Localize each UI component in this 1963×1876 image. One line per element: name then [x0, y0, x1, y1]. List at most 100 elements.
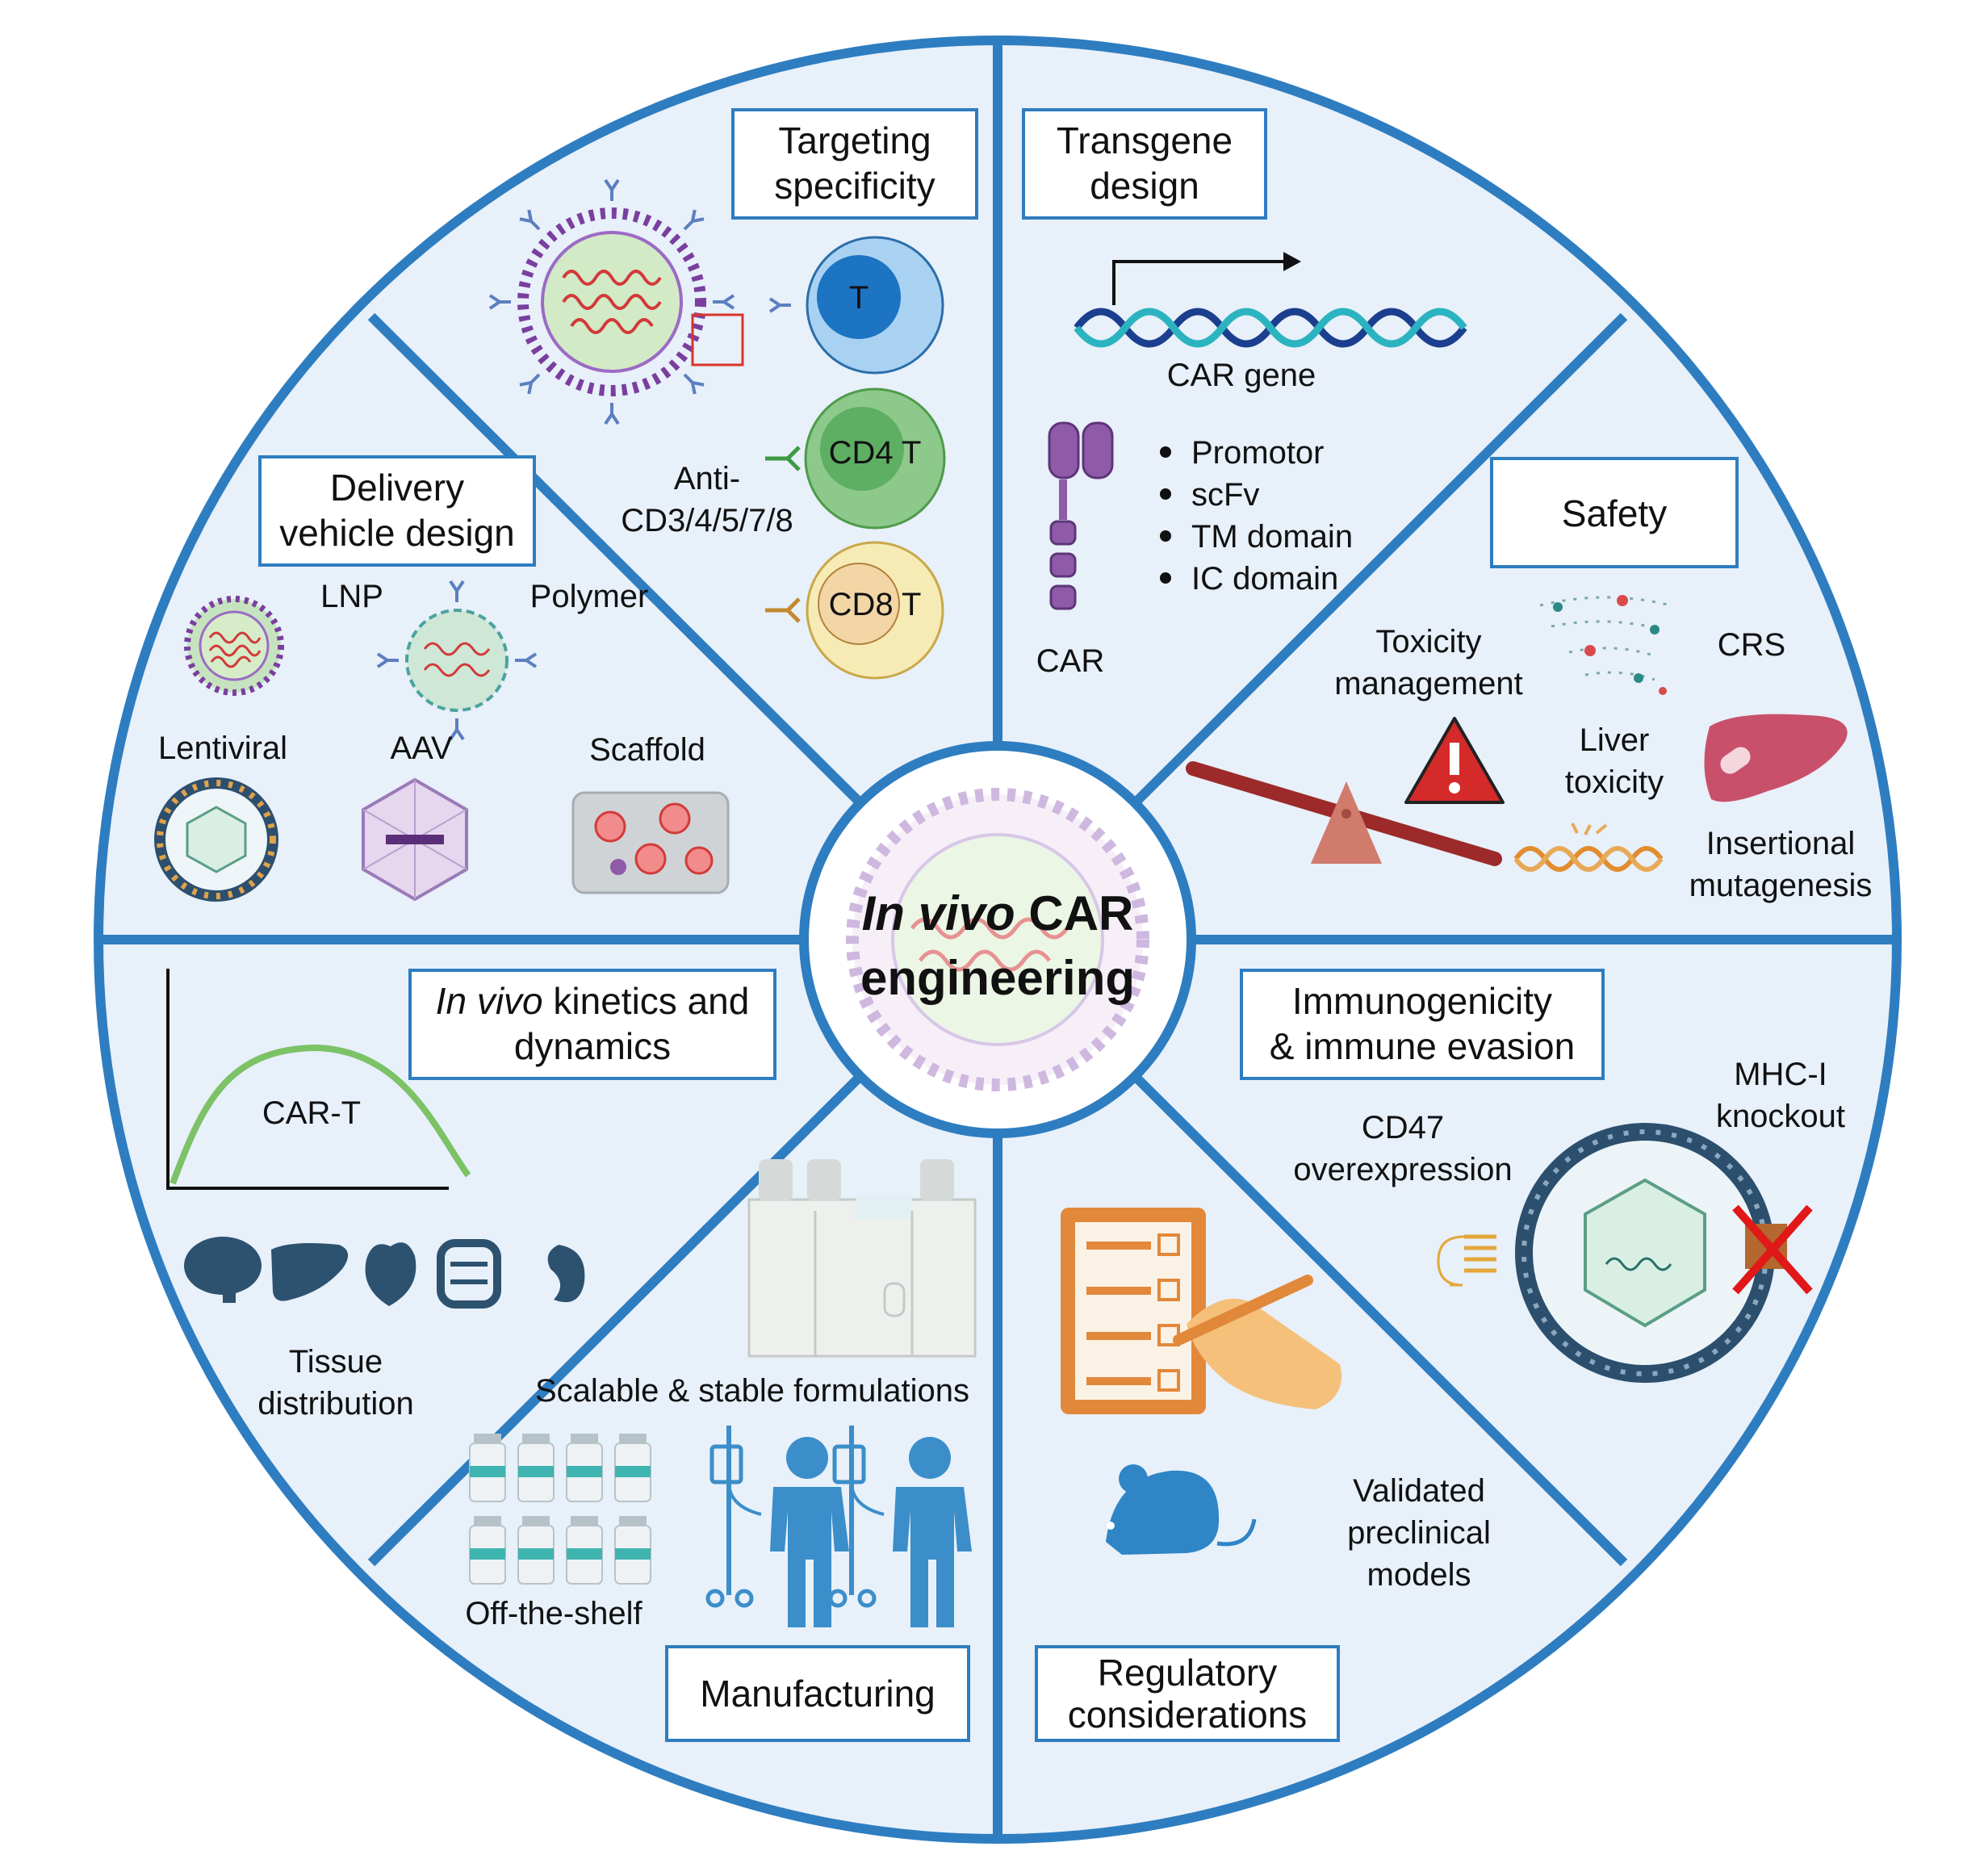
manufacturing-title: Manufacturing: [700, 1673, 935, 1715]
lnp-label: LNP: [320, 579, 383, 614]
crs-label: CRS: [1718, 627, 1785, 663]
mhc-knockout-icon: [1732, 1204, 1813, 1295]
seesaw-icon: [1186, 761, 1502, 866]
liver-icon: [1704, 714, 1848, 802]
section-immunogenicity: Immunogenicity & immune evasion CD47 ove…: [1240, 969, 1845, 1383]
liver-toxicity-label-line2: toxicity: [1565, 764, 1664, 800]
svg-text:CD8 T: CD8 T: [829, 587, 922, 622]
cd4-label: CD4: [829, 435, 894, 471]
car-receptor-icon: [1048, 421, 1114, 610]
kidney-icon: [547, 1245, 585, 1303]
lentiviral-label: Lentiviral: [158, 731, 287, 766]
car-t-curve-label: CAR-T: [262, 1095, 361, 1131]
transgene-title-line2: design: [1090, 165, 1199, 207]
targeted-lnp-icon: [488, 178, 735, 425]
mouse-icon: [1106, 1464, 1257, 1555]
cd47-label-line1: CD47: [1362, 1110, 1444, 1145]
hub-lnp-icon: [846, 788, 1149, 1091]
insertional-label-line1: Insertional: [1706, 826, 1856, 861]
center-title-rest: CAR: [1015, 886, 1134, 940]
tissue-label-line2: distribution: [257, 1386, 413, 1422]
targeting-title-line2: specificity: [774, 165, 935, 207]
manufacturing-title-box: [665, 1645, 970, 1742]
cd47-protein-icon: [1437, 1234, 1496, 1287]
cd4-t-cell-icon: CD4 T: [765, 387, 946, 530]
brain-icon: [184, 1237, 262, 1303]
section-safety: Safety Toxicity management CRS Liver tox…: [1186, 457, 1873, 903]
cd4-t-label: T: [902, 435, 921, 471]
cd8-t-label: T: [902, 587, 921, 622]
cd8-t-cell-icon: CD8 T: [765, 541, 944, 680]
immunogenicity-title-box: [1240, 969, 1605, 1080]
scaffold-label: Scaffold: [589, 732, 705, 768]
bullet-promotor: Promotor: [1191, 435, 1325, 471]
regulatory-title-line1: Regulatory: [1098, 1652, 1277, 1694]
bioreactor-icon: [747, 1159, 977, 1358]
validated-label-line2: preclinical: [1347, 1515, 1491, 1551]
immunogenicity-title-line2: & immune evasion: [1270, 1025, 1575, 1067]
scalable-label: Scalable & stable formulations: [535, 1373, 969, 1409]
section-delivery: Delivery vehicle design LNP Polymer Lent…: [154, 455, 730, 902]
delivery-title-box: [258, 455, 536, 567]
lnp-icon: [187, 599, 281, 693]
validated-label-line1: Validated: [1353, 1473, 1485, 1509]
polymer-label: Polymer: [530, 579, 649, 614]
center-title-italic: In vivo: [862, 886, 1015, 940]
immunogenicity-title-line1: Immunogenicity: [1292, 980, 1552, 1022]
targeting-title-line1: Targeting: [778, 119, 931, 161]
transgene-title-line1: Transgene: [1057, 119, 1233, 161]
promoter-arrow-icon: [1112, 252, 1301, 305]
cd47-label-line2: overexpression: [1293, 1152, 1512, 1187]
bullet-tm-domain: TM domain: [1191, 519, 1353, 555]
off-the-shelf-label: Off-the-shelf: [465, 1596, 642, 1631]
aav-icon: [362, 777, 468, 902]
lentiviral-vector-icon: [1515, 1123, 1775, 1383]
car-t-curve: [170, 1044, 471, 1185]
regulatory-title-box: [1035, 1645, 1340, 1742]
regulatory-title-line2: considerations: [1068, 1694, 1308, 1736]
cd8-label: CD8: [829, 587, 894, 622]
delivery-title-line1: Delivery: [330, 467, 464, 509]
scaffold-icon: [571, 791, 730, 894]
kinetics-title-box: [408, 969, 776, 1080]
t-cell-label: T: [849, 280, 868, 316]
kinetics-title-line2: dynamics: [514, 1025, 671, 1067]
aav-label: AAV: [390, 731, 452, 766]
liver-organ-icon: [271, 1243, 349, 1301]
kinetics-title-italic: In vivo: [436, 980, 543, 1022]
section-targeting: Targeting specificity T CD: [488, 108, 978, 680]
mhc-label-line1: MHC-I: [1734, 1057, 1827, 1092]
center-title-line2: engineering: [860, 951, 1135, 1005]
delivery-title-line2: vehicle design: [279, 512, 515, 554]
section-regulatory: Regulatory considerations Validated prec…: [1035, 1208, 1491, 1742]
organ-icons: [184, 1237, 585, 1309]
car-gene-label: CAR gene: [1167, 358, 1316, 393]
toxicity-label-line2: management: [1334, 666, 1522, 701]
dna-helix-icon: [1074, 308, 1467, 348]
safety-title-box: [1490, 457, 1739, 568]
targeting-title-box: [731, 108, 978, 220]
t-cell-icon: T: [768, 236, 944, 375]
svg-text:CD4 T: CD4 T: [829, 435, 922, 471]
bullet-scfv: scFv: [1191, 477, 1259, 513]
tissue-label-line1: Tissue: [289, 1344, 383, 1380]
anti-cd-label-line1: Anti-: [674, 461, 740, 496]
heart-icon: [365, 1242, 416, 1306]
validated-label-line3: models: [1367, 1557, 1471, 1593]
svg-text:In vivo kinetics and: In vivo kinetics and: [436, 980, 750, 1022]
kinetics-title-rest: kinetics and: [543, 980, 750, 1022]
lentiviral-icon: [154, 777, 278, 902]
dna-damage-icon: [1513, 823, 1664, 872]
section-manufacturing: Manufacturing Scalable & stable formulat…: [465, 1159, 977, 1742]
car-label: CAR: [1036, 643, 1104, 679]
insertional-label-line2: mutagenesis: [1689, 868, 1873, 903]
transgene-bullets: Promotor scFv TM domain IC domain: [1160, 435, 1353, 597]
anti-cd-label-line2: CD3/4/5/7/8: [621, 503, 793, 538]
kinetics-plot: [166, 969, 471, 1190]
bullet-ic-domain: IC domain: [1191, 561, 1338, 597]
transgene-title-box: [1022, 108, 1267, 220]
svg-text:In vivo CAR: In vivo CAR: [862, 886, 1134, 940]
cytokine-storm-icon: [1539, 595, 1672, 695]
writing-hand-icon: [1173, 1275, 1341, 1409]
